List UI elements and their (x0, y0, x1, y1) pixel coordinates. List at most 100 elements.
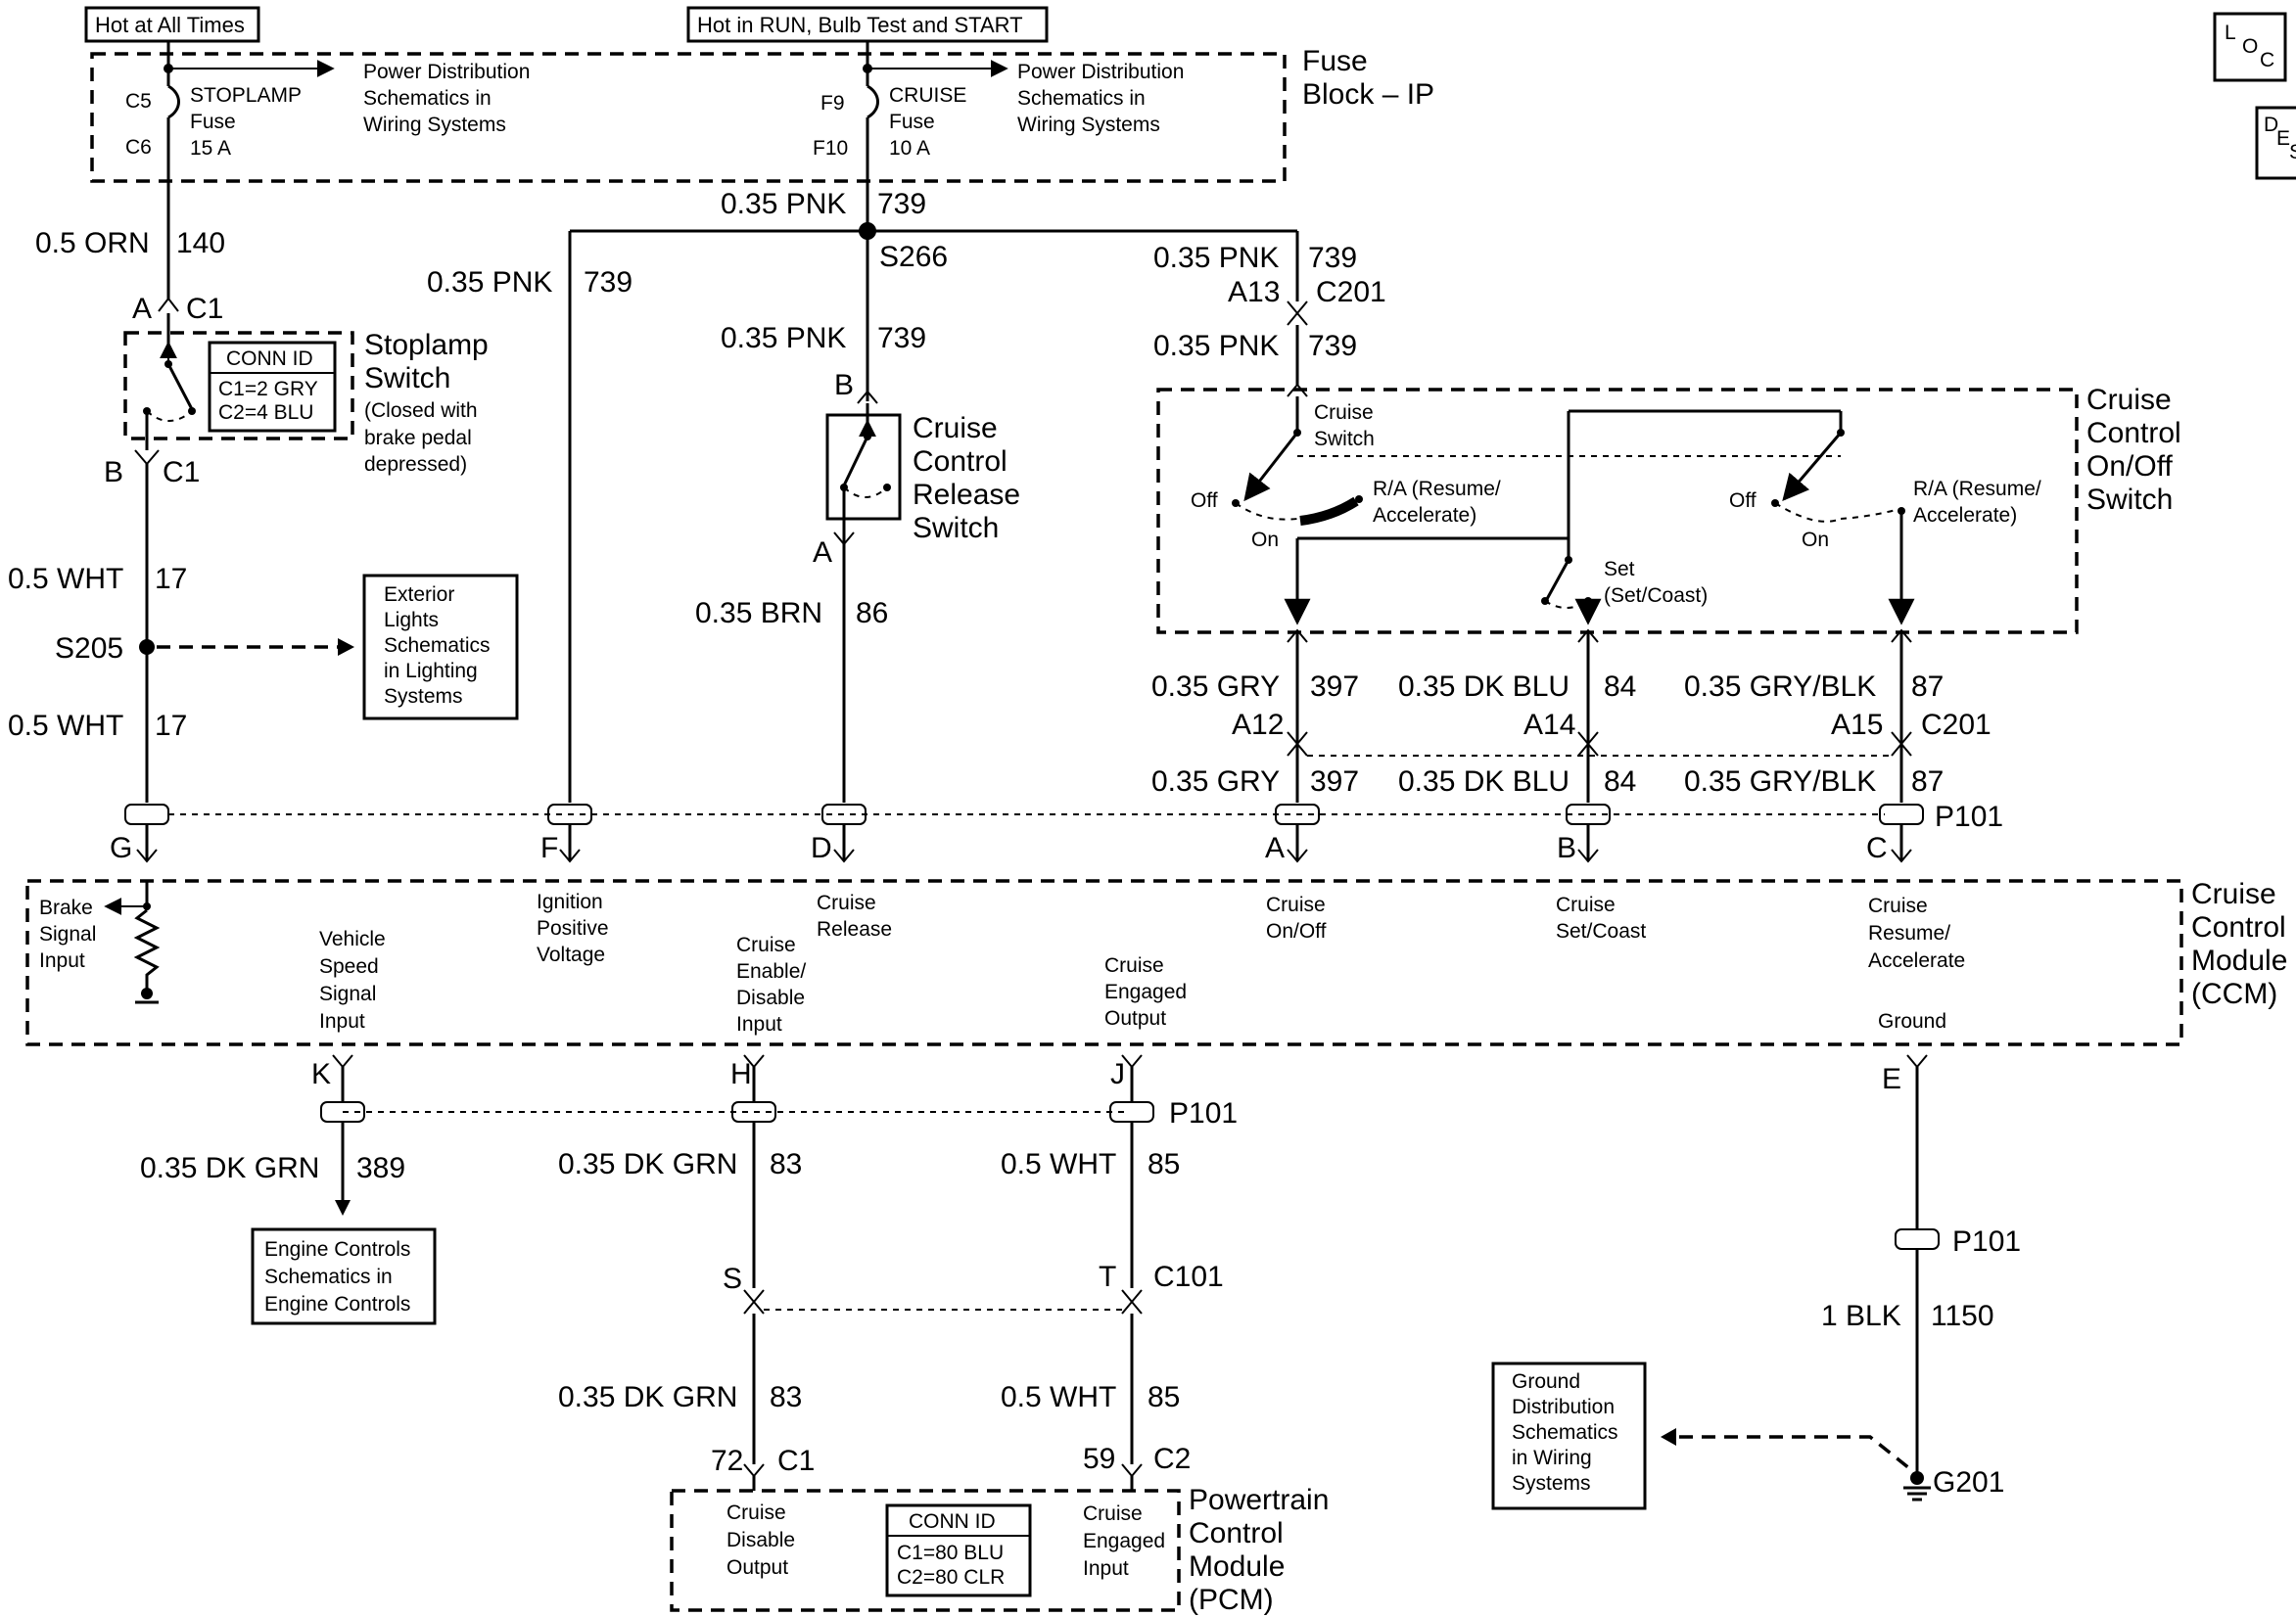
pcm-title-2: Control (1189, 1517, 1284, 1549)
pin-g-label: G (110, 832, 132, 864)
fuse-block-title-2: Block – IP (1302, 78, 1434, 111)
pin-f-label: F (540, 832, 558, 864)
wire-86-gauge: 0.35 BRN (695, 597, 822, 629)
wire-739-d-circuit: 739 (1308, 242, 1357, 274)
wire-1150-gauge: 1 BLK (1821, 1300, 1901, 1332)
ccm-title-2: Control (2191, 911, 2286, 944)
ccm-ignition-l1: Ignition (537, 891, 603, 913)
stoplamp-conn-id-title: CONN ID (226, 347, 313, 370)
hot-in-run-label: Hot in RUN, Bulb Test and START (686, 6, 1049, 43)
stoplamp-conn-id-c2: C2=4 BLU (218, 401, 313, 424)
hot-at-all-times-text: Hot at All Times (95, 13, 245, 37)
exterior-lights-ref[interactable]: Exterior Lights Schematics in Lighting S… (362, 574, 519, 720)
onoff-title-4: Switch (2086, 484, 2173, 516)
stoplamp-circuit: 0.5 ORN 140 A C1 CONN ID C1=2 GRY C2=4 B… (8, 181, 489, 803)
ext-lights-ref-l1: Exterior (384, 583, 454, 606)
onoff-on-2: On (1802, 529, 1829, 551)
wire-87-b-gauge: 0.35 GRY/BLK (1684, 765, 1876, 798)
ext-lights-ref-l2: Lights (384, 609, 439, 631)
engine-controls-arrow-icon (335, 1200, 351, 1216)
hot-at-all-times-label: Hot at All Times (84, 6, 260, 43)
ground-ref-arrow-icon (1661, 1428, 1676, 1446)
release-title-2: Control (913, 445, 1007, 478)
pin-a-label: A (1265, 832, 1285, 864)
pcm-disable-l3: Output (726, 1556, 788, 1579)
pcm-c1-label: C1 (777, 1445, 815, 1477)
wire-1150-circuit: 1150 (1931, 1300, 1994, 1332)
stoplamp-switch-title-2: Switch (364, 362, 450, 394)
stoplamp-pin-a: A (132, 293, 152, 325)
pcm-pin-72: 72 (711, 1445, 743, 1477)
release-switch: B Cruise Control Release Switch A 0.35 B… (695, 369, 1020, 803)
cruise-fuse-pin-bottom: F10 (813, 137, 848, 160)
exterior-lights-arrow-icon (338, 638, 354, 656)
c201-pin-a12: A12 (1232, 709, 1284, 741)
ccm-resume-l3: Accelerate (1868, 949, 1965, 972)
power-dist-ref-1-l2: Schematics in (363, 87, 492, 110)
engine-controls-ref[interactable]: Engine Controls Schematics in Engine Con… (251, 1227, 437, 1325)
wire-739-c-gauge: 0.35 PNK (721, 322, 846, 354)
power-dist-ref-2-l1: Power Distribution (1017, 61, 1184, 83)
onoff-output-wires: 0.35 GRY 397 0.35 DK BLU 84 0.35 GRY/BLK… (1151, 628, 1991, 803)
ground-distribution-ref[interactable]: Ground Distribution Schematics in Wiring… (1491, 1362, 1647, 1510)
stoplamp-c1-bottom: C1 (163, 456, 200, 488)
ccm-ignition-l3: Voltage (537, 944, 605, 966)
c201-bottom-label: C201 (1921, 709, 1991, 741)
wire-84-b-circuit: 84 (1604, 765, 1636, 798)
onoff-title-1: Cruise (2086, 384, 2172, 416)
ground-icon (1903, 1486, 1931, 1502)
splice-s205: S205 (55, 632, 123, 665)
wire-85-b-circuit: 85 (1148, 1381, 1180, 1413)
ccm-module: Cruise Control Module (CCM) Brake Signal… (25, 878, 2287, 1046)
loc-c: C (2260, 49, 2274, 71)
p101-ground-label: P101 (1952, 1225, 2021, 1258)
ccm-engaged-l2: Engaged (1104, 981, 1187, 1003)
p101-pin-d (821, 804, 867, 861)
wire-17-b-gauge: 0.5 WHT (8, 710, 123, 742)
stoplamp-note-3: depressed) (364, 453, 467, 476)
stoplamp-conn-id-c1: C1=2 GRY (218, 378, 318, 400)
pcm-conn-id-c1: C1=80 BLU (897, 1542, 1004, 1564)
pcm-disable-l1: Cruise (726, 1502, 786, 1524)
ccm-ground-label: Ground (1878, 1010, 1946, 1033)
ccm-resume-l1: Cruise (1868, 895, 1928, 917)
pin-h-label: H (730, 1058, 752, 1090)
release-title-4: Switch (913, 512, 999, 544)
ccm-brake-l3: Input (39, 949, 85, 972)
wire-739-e-gauge: 0.35 PNK (1153, 330, 1279, 362)
ccm-enable-l1: Cruise (736, 934, 796, 956)
cruise-fuse-name: CRUISE (889, 84, 966, 107)
wire-739-b-gauge: 0.35 PNK (427, 266, 552, 299)
g201-label: G201 (1933, 1466, 2004, 1499)
set-label-2: (Set/Coast) (1604, 584, 1708, 607)
pcm-title-4: (PCM) (1189, 1584, 1274, 1616)
wire-739-a-gauge: 0.35 PNK (721, 188, 846, 220)
power-dist-ref-1-l3: Wiring Systems (363, 114, 506, 136)
engine-ref-l2: Schematics in (264, 1266, 393, 1288)
ccm-setcoast-l2: Set/Coast (1556, 920, 1646, 943)
wire-739-d-gauge: 0.35 PNK (1153, 242, 1279, 274)
stoplamp-fuse-pin-bottom: C6 (125, 136, 152, 159)
pcm-conn-id-title: CONN ID (909, 1510, 996, 1533)
ground-ref-l3: Schematics (1512, 1421, 1618, 1444)
c101-label: C101 (1153, 1261, 1224, 1293)
ground-ref-l2: Distribution (1512, 1396, 1615, 1418)
wire-85-b-gauge: 0.5 WHT (1001, 1381, 1116, 1413)
pcm-conn-id-c2: C2=80 CLR (897, 1566, 1005, 1589)
ccm-vss-l2: Speed (319, 955, 379, 978)
cruise-switch-label-2: Switch (1314, 428, 1375, 450)
desc-icon[interactable]: D E S C (2255, 106, 2296, 180)
wire-397-a-circuit: 397 (1310, 670, 1359, 703)
ccm-title-3: Module (2191, 945, 2287, 977)
desc-s: S (2289, 141, 2296, 163)
engine-ref-l3: Engine Controls (264, 1293, 410, 1316)
fuse-block-title-1: Fuse (1302, 45, 1368, 77)
loc-icon[interactable]: L O C (2213, 12, 2287, 82)
ra-2-line-1: R/A (Resume/ (1913, 478, 2041, 500)
wire-86-circuit: 86 (856, 597, 888, 629)
pin-t-label: T (1099, 1261, 1116, 1293)
pcm-title-3: Module (1189, 1550, 1285, 1583)
stoplamp-pin-b: B (104, 456, 123, 488)
onoff-title-2: Control (2086, 417, 2181, 449)
ra-2-line-2: Accelerate) (1913, 504, 2017, 527)
